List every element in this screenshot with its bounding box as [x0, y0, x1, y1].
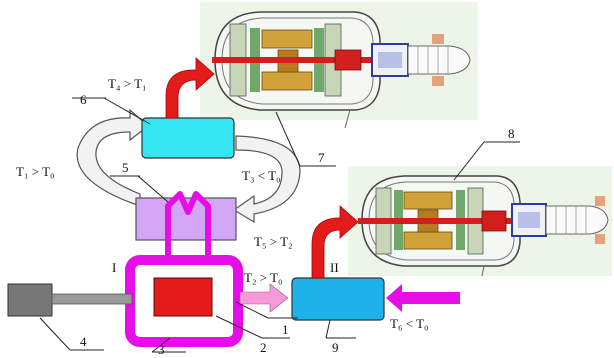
- leader-lines: [39, 97, 520, 353]
- circulation-arrows: [76, 108, 301, 224]
- gray-drive-unit-4: [7, 283, 53, 317]
- ref-number-1: 1: [282, 322, 289, 337]
- label-t2-gt-t0: T₂ > T₀: [244, 270, 283, 285]
- right-circulation-arrow: [232, 135, 301, 224]
- ref-number-7: 7: [318, 150, 325, 165]
- left-circulation-arrow: [76, 108, 149, 207]
- upper-machine-image: [200, 2, 478, 129]
- label-t6-lt-t0: T₆ < T₀: [390, 316, 429, 331]
- red-core-block-2: [153, 277, 213, 317]
- ref-number-4: 4: [80, 334, 87, 349]
- label-t3-lt-t0: T₃ < T₀: [242, 168, 281, 183]
- label-t4-gt-t1: T₄ > T₁: [108, 76, 147, 91]
- roman-label-one: I: [112, 260, 116, 275]
- lower-machine-image: [348, 166, 612, 277]
- red-arrow-lower: [311, 205, 359, 279]
- ref-number-6: 6: [80, 92, 87, 107]
- cyan-heat-block-6: [141, 117, 235, 159]
- roman-label-two: II: [330, 260, 339, 275]
- magenta-inlet-arrow: [386, 284, 460, 312]
- ref-number-9: 9: [332, 340, 339, 355]
- label-t1-gt-t0: T₁ > T₀: [16, 164, 55, 179]
- pink-arrow: [239, 283, 289, 313]
- ref-number-2: 2: [260, 340, 267, 355]
- magenta-m-tube: [165, 191, 211, 260]
- label-t5-gt-t2: T₅ > T₂: [254, 234, 293, 249]
- ref-number-8: 8: [508, 126, 515, 141]
- ref-number-5: 5: [122, 160, 129, 175]
- ref-number-3: 3: [158, 342, 165, 357]
- red-arrow-upper: [165, 57, 215, 119]
- drive-shaft: [51, 293, 133, 305]
- blue-heat-block-9: [291, 277, 385, 321]
